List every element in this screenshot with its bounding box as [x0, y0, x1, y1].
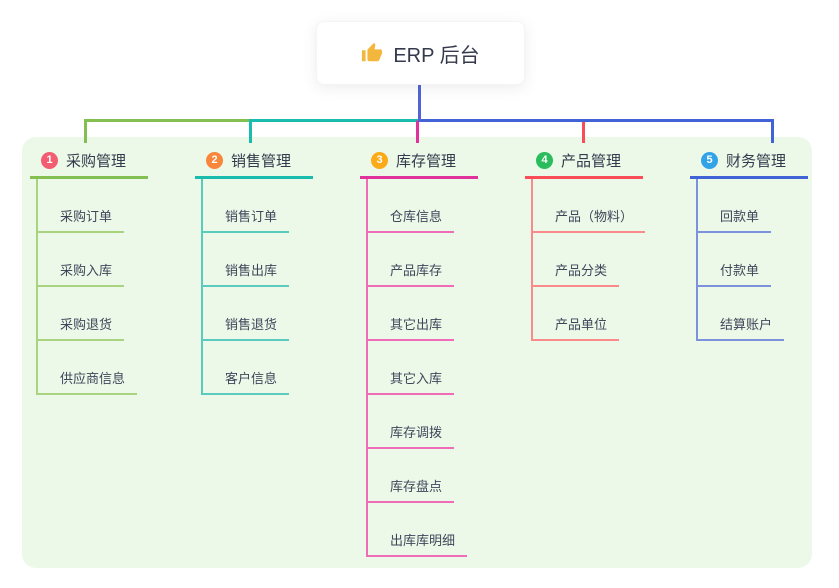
child-node[interactable]: 仓库信息 — [368, 179, 478, 233]
child-node-label: 产品分类 — [533, 260, 620, 287]
child-node[interactable]: 产品单位 — [533, 287, 643, 341]
child-node[interactable]: 库存调拨 — [368, 395, 478, 449]
branch-number-badge: 2 — [206, 151, 223, 169]
branch-children: 采购订单采购入库采购退货供应商信息 — [36, 179, 148, 395]
branch-title[interactable]: 2 销售管理 — [195, 144, 313, 179]
child-node-label: 产品单位 — [533, 314, 620, 341]
background-panel — [22, 137, 812, 568]
branch-title[interactable]: 5 财务管理 — [690, 144, 808, 179]
branch-children: 仓库信息产品库存其它出库其它入库库存调拨库存盘点出库库明细 — [366, 179, 478, 557]
root-title: ERP 后台 — [393, 44, 480, 67]
child-node-label: 销售退货 — [203, 314, 290, 341]
child-node-label: 其它出库 — [368, 314, 455, 341]
child-node[interactable]: 库存盘点 — [368, 449, 478, 503]
child-node-label: 仓库信息 — [368, 206, 455, 233]
child-node-label: 销售出库 — [203, 260, 290, 287]
child-node[interactable]: 出库库明细 — [368, 503, 478, 557]
child-node[interactable]: 采购入库 — [38, 233, 148, 287]
thumbs-up-icon — [362, 42, 383, 62]
root-node[interactable]: ERP 后台 — [316, 21, 525, 85]
branch-title-label: 财务管理 — [726, 152, 787, 170]
branch-sales: 2 销售管理 销售订单销售出库销售退货客户信息 — [195, 144, 313, 395]
branch-children: 销售订单销售出库销售退货客户信息 — [201, 179, 313, 395]
child-node[interactable]: 采购退货 — [38, 287, 148, 341]
child-node-label: 库存调拨 — [368, 422, 455, 449]
child-node[interactable]: 产品（物料） — [533, 179, 646, 233]
child-node-label: 采购入库 — [38, 260, 125, 287]
child-node-label: 库存盘点 — [368, 476, 455, 503]
child-node-label: 结算账户 — [698, 314, 785, 341]
child-node-label: 产品库存 — [368, 260, 455, 287]
branch-title-label: 产品管理 — [561, 152, 622, 170]
child-node[interactable]: 采购订单 — [38, 179, 148, 233]
branch-title[interactable]: 1 采购管理 — [30, 144, 148, 179]
branch-finance: 5 财务管理 回款单付款单结算账户 — [690, 144, 808, 341]
child-node-label: 客户信息 — [203, 368, 290, 395]
child-node-label: 回款单 — [698, 206, 772, 233]
branch-children: 回款单付款单结算账户 — [696, 179, 808, 341]
branch-title[interactable]: 3 库存管理 — [360, 144, 478, 179]
branch-number-badge: 3 — [371, 151, 388, 169]
child-node[interactable]: 销售退货 — [203, 287, 313, 341]
branch-title-label: 销售管理 — [231, 152, 292, 170]
child-node-label: 付款单 — [698, 260, 772, 287]
child-node-label: 其它入库 — [368, 368, 455, 395]
child-node-label: 采购订单 — [38, 206, 125, 233]
branch-title-label: 采购管理 — [66, 152, 127, 170]
branch-inventory: 3 库存管理 仓库信息产品库存其它出库其它入库库存调拨库存盘点出库库明细 — [360, 144, 478, 557]
child-node-label: 供应商信息 — [38, 368, 138, 395]
branch-number-badge: 4 — [536, 151, 553, 169]
child-node[interactable]: 其它入库 — [368, 341, 478, 395]
child-node[interactable]: 供应商信息 — [38, 341, 148, 395]
branch-title-label: 库存管理 — [396, 152, 457, 170]
child-node[interactable]: 产品分类 — [533, 233, 643, 287]
child-node[interactable]: 结算账户 — [698, 287, 808, 341]
branch-number-badge: 1 — [41, 151, 58, 169]
branch-children: 产品（物料） 产品分类产品单位 — [531, 179, 646, 341]
branch-product: 4 产品管理 产品（物料） 产品分类产品单位 — [525, 144, 646, 341]
child-node-label: 出库库明细 — [368, 530, 468, 557]
branch-procurement: 1 采购管理 采购订单采购入库采购退货供应商信息 — [30, 144, 148, 395]
child-node[interactable]: 回款单 — [698, 179, 808, 233]
child-node[interactable]: 客户信息 — [203, 341, 313, 395]
child-node[interactable]: 销售出库 — [203, 233, 313, 287]
child-node[interactable]: 产品库存 — [368, 233, 478, 287]
branch-number-badge: 5 — [701, 151, 718, 169]
child-node[interactable]: 销售订单 — [203, 179, 313, 233]
child-node-label: 采购退货 — [38, 314, 125, 341]
child-node[interactable]: 付款单 — [698, 233, 808, 287]
child-node-label: 产品（物料） — [533, 206, 646, 233]
branch-title[interactable]: 4 产品管理 — [525, 144, 643, 179]
child-node-label: 销售订单 — [203, 206, 290, 233]
child-node[interactable]: 其它出库 — [368, 287, 478, 341]
